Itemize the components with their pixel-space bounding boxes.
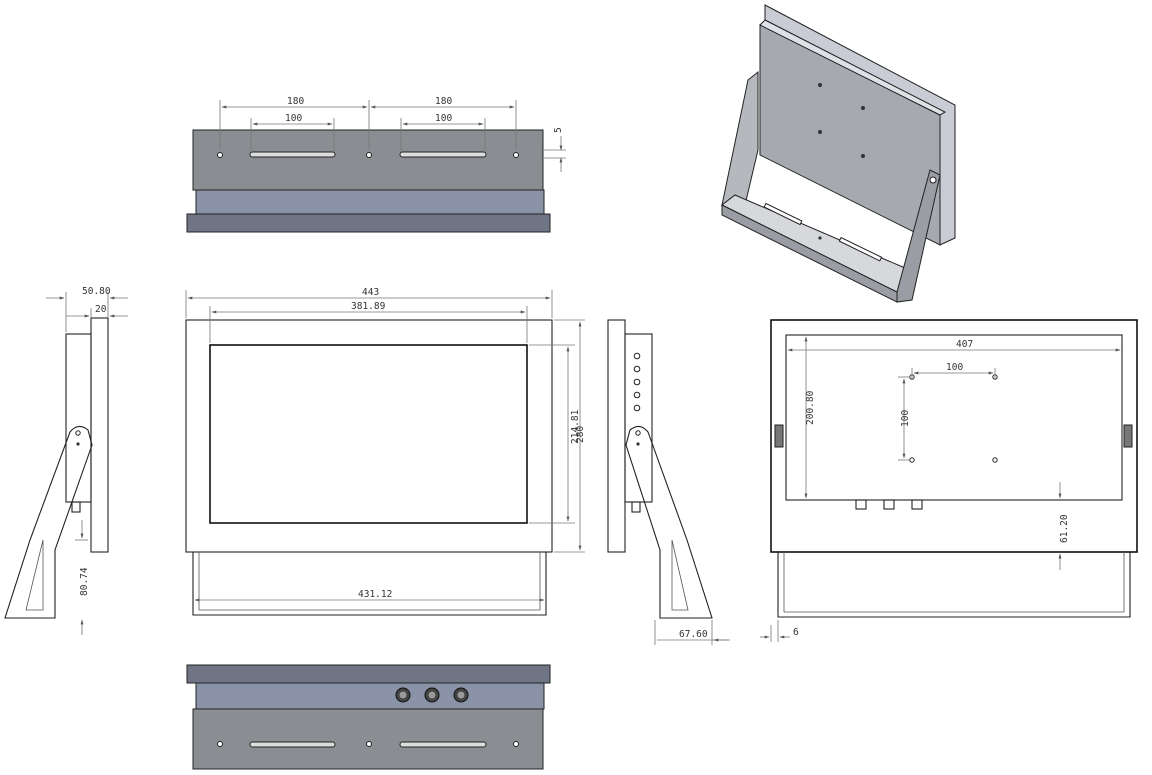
right-front-panel	[607, 319, 626, 553]
vesa-hole	[992, 457, 998, 463]
right-housing	[624, 333, 653, 503]
top-view-bezel	[186, 213, 551, 233]
top-view-panel	[195, 189, 545, 217]
dim-vesa-horizontal: 100	[946, 362, 963, 373]
dim-top-hole-offset: 5	[553, 127, 564, 133]
rear-hinge-left	[774, 424, 784, 448]
dim-front-screen-height: 214.81	[570, 409, 581, 444]
dim-rear-offset: 6	[793, 627, 799, 638]
dim-side-panel: 20	[95, 304, 107, 315]
bottom-view	[186, 664, 551, 770]
rear-bracket	[777, 552, 1131, 618]
connector-port	[633, 365, 641, 373]
top-hole	[217, 152, 223, 158]
top-view-housing	[192, 129, 544, 191]
right-side-view: 67.60	[607, 319, 730, 645]
right-bracket	[625, 425, 713, 619]
dim-rear-bottom: 61.20	[1059, 514, 1070, 543]
top-slot-left	[249, 151, 336, 158]
bottom-slot-right	[399, 741, 487, 748]
dim-top-spacing-left: 180	[287, 96, 304, 107]
connector-port	[633, 378, 641, 386]
rear-hinge-right	[1123, 424, 1133, 448]
rear-connector	[855, 499, 867, 510]
bottom-view-bezel	[186, 664, 551, 684]
dim-front-height: 280	[575, 426, 586, 443]
dim-side-depth: 50.80	[82, 286, 111, 297]
left-side-view: 50.80 20 80.74	[4, 286, 128, 635]
front-screen	[209, 344, 528, 524]
bottom-view-housing	[192, 708, 544, 770]
isometric-view	[721, 4, 956, 303]
top-hole	[366, 152, 372, 158]
rear-frame	[770, 319, 1138, 553]
dim-right-side-depth: 67.60	[679, 629, 708, 640]
dim-front-width: 443	[362, 287, 379, 298]
connector-port	[633, 391, 641, 399]
top-slot-right	[399, 151, 487, 158]
front-bezel	[185, 319, 553, 553]
vesa-hole	[909, 457, 915, 463]
top-hole	[513, 152, 519, 158]
dim-top-slot-right: 100	[435, 113, 452, 124]
front-bracket	[192, 552, 547, 616]
connector-port	[633, 352, 641, 360]
left-housing	[65, 333, 92, 503]
left-front-panel	[90, 317, 109, 553]
dim-top-spacing-right: 180	[435, 96, 452, 107]
top-view: 180 180 100 100 5	[186, 96, 566, 233]
dim-side-arm-height: 80.74	[79, 567, 90, 596]
bottom-slot-left	[249, 741, 336, 748]
dim-rear-width: 407	[956, 339, 973, 350]
connector-port	[633, 404, 641, 412]
dim-vesa-vertical: 100	[900, 410, 911, 427]
bottom-view-panel	[195, 682, 545, 710]
dim-front-screen-width: 381.89	[351, 301, 386, 312]
rear-housing	[785, 334, 1123, 501]
front-view: 443 381.89 214.81 280 431.12	[185, 287, 586, 616]
dim-bracket-width: 431.12	[358, 589, 392, 600]
rear-view: 407 100 100 200.80 61.20 6	[760, 319, 1138, 642]
dim-rear-height: 200.80	[805, 390, 816, 425]
dim-top-slot-left: 100	[285, 113, 302, 124]
rear-connector	[911, 499, 923, 510]
rear-connector	[883, 499, 895, 510]
left-bracket	[4, 425, 93, 619]
